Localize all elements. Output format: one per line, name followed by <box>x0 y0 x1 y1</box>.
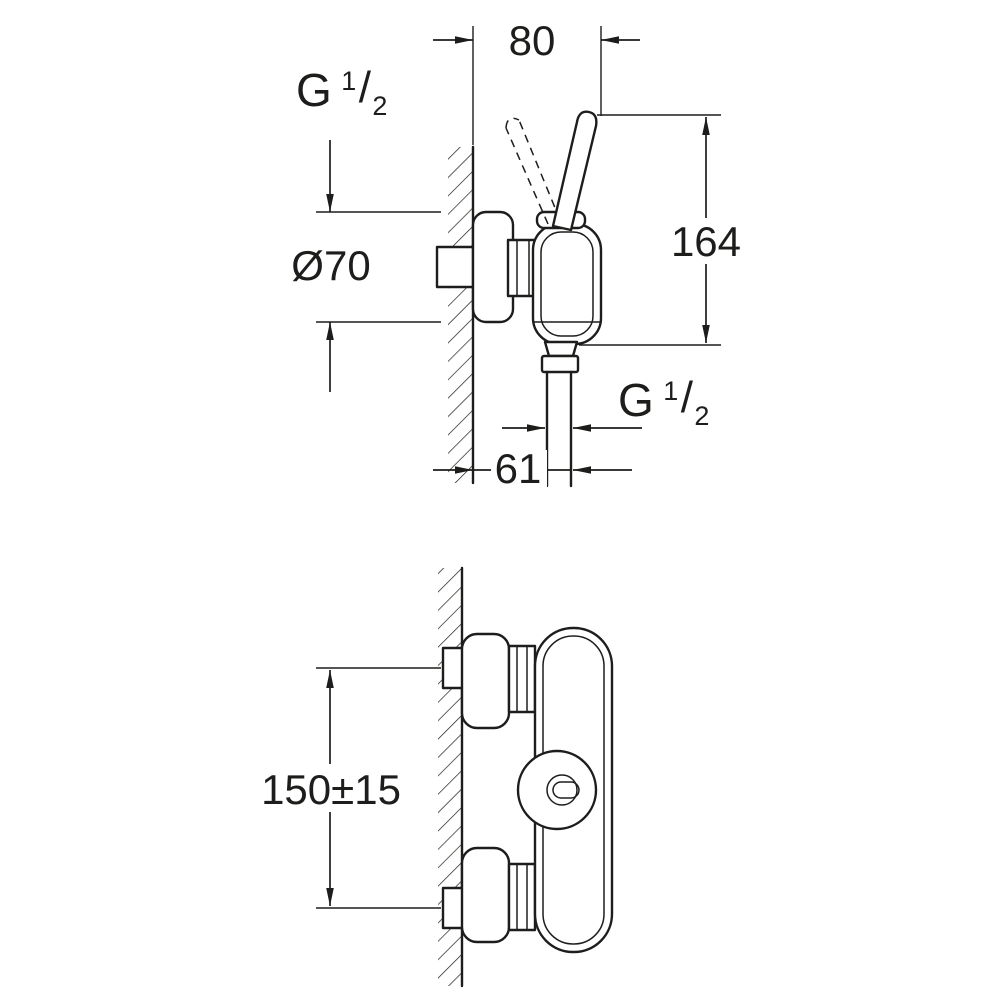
control-knob-handle <box>552 781 580 799</box>
faucet-body-inner <box>540 231 594 337</box>
dim-depth: 80 <box>433 17 640 145</box>
escutcheon-bottom <box>460 846 511 944</box>
dim-outlet-offset-label: 61 <box>495 445 542 492</box>
thread-top: G 1 / 2 <box>296 63 387 121</box>
outlet-taper <box>543 340 579 358</box>
dim-diameter-label: Ø70 <box>291 242 370 289</box>
supply-square-side <box>435 245 475 289</box>
dim-spacing: 150±15 <box>248 667 441 909</box>
control-knob <box>516 749 598 831</box>
wall-hatch-side <box>448 147 473 483</box>
thread-top-label: G 1 / 2 <box>296 63 387 121</box>
front-view: 150±15 <box>248 566 614 988</box>
dim-spacing-label: 150±15 <box>261 766 401 813</box>
dim-height-label: 164 <box>671 218 741 265</box>
mounting-nut-bottom <box>507 862 537 932</box>
dim-diameter: Ø70 <box>291 140 441 392</box>
lever-handle <box>551 110 598 232</box>
control-knob-inner <box>546 774 578 806</box>
thread-bottom-label: G 1 / 2 <box>618 373 709 431</box>
lever-handle-alt <box>505 117 561 225</box>
mounting-nut-top <box>507 644 537 714</box>
escutcheon-top <box>460 632 511 730</box>
dim-depth-label: 80 <box>509 17 556 64</box>
outlet-nut <box>540 354 580 374</box>
dim-height: 164 <box>579 114 741 346</box>
dim-outlet-offset: 61 <box>433 445 632 492</box>
side-view: 80 G 1 / 2 Ø70 164 <box>291 17 741 492</box>
thread-bottom: G 1 / 2 <box>502 373 709 432</box>
